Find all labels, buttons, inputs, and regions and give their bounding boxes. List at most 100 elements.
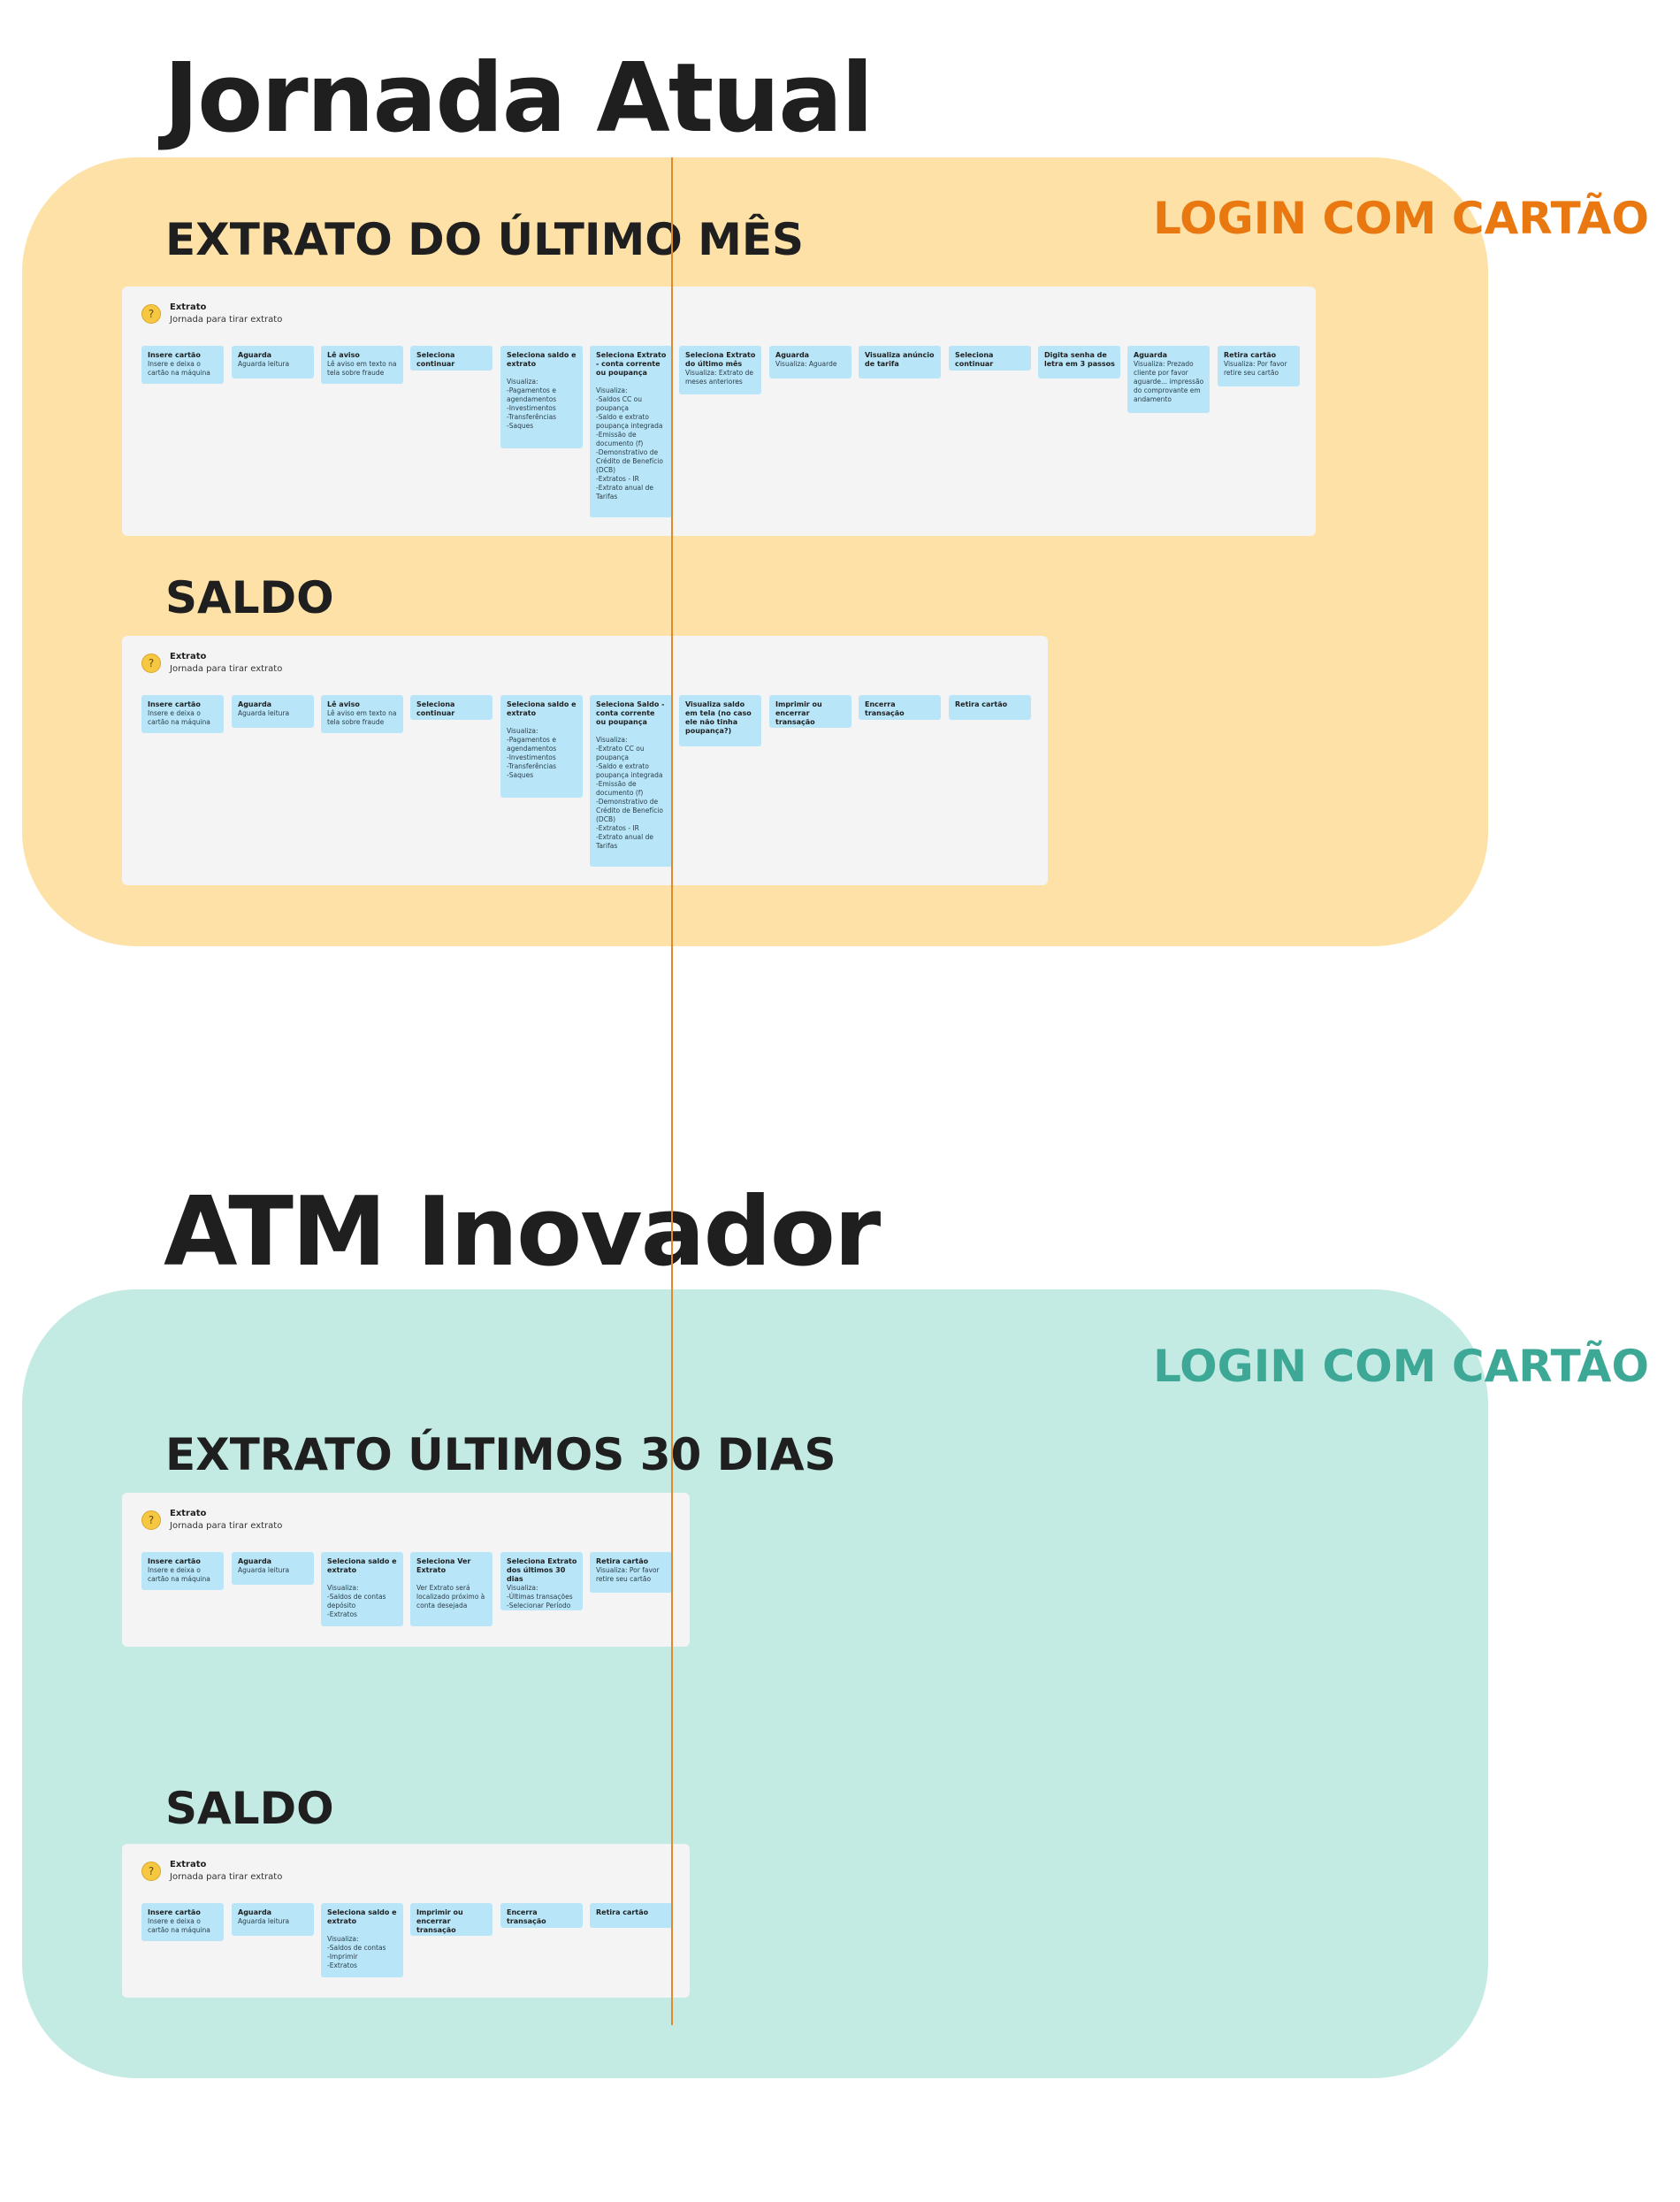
sticky-note[interactable]: Seleciona continuar [949,346,1031,371]
sticky-note-body: Lê aviso em texto na tela sobre fraude [327,709,397,726]
sticky-note-body: Aguarda leitura [238,1917,290,1925]
sticky-note[interactable]: Visualiza anúncio de tarifa [859,346,941,378]
sticky-note-title: Encerra transação [865,700,905,717]
sticky-note-title: Aguarda [238,1557,272,1565]
sticky-note[interactable]: Imprimir ou encerrar transação [769,695,851,728]
sticky-note-title: Seleciona continuar [416,700,455,717]
sticky-note-body: Visualiza: -Extrato CC ou poupança -Sald… [596,736,663,850]
sticky-note-title: Insere cartão [148,351,201,359]
sticky-note-title: Aguarda [238,1908,272,1916]
sticky-note-body: Visualiza: -Pagamentos e agendamentos -I… [507,727,557,779]
sticky-note[interactable]: Encerra transação [500,1903,583,1928]
innovative-atm-title: ATM Inovador [164,1177,881,1288]
vertical-guide-line [671,157,673,2025]
board-subtitle: Jornada para tirar extrato [170,315,283,325]
sticky-note-title: Aguarda [238,700,272,708]
sticky-note[interactable]: Encerra transação [859,695,941,720]
sticky-note[interactable]: Seleciona saldo e extrato Visualiza: -Sa… [321,1552,403,1626]
sticky-note-title: Retira cartão [1224,351,1277,359]
board-name: Extrato [170,302,207,312]
thinking-face-icon: ? [141,1510,161,1530]
sticky-note[interactable]: Seleciona saldo e extrato Visualiza: -Pa… [500,346,583,448]
thinking-face-icon: ? [141,1862,161,1881]
sticky-note[interactable]: Digita senha de letra em 3 passos [1038,346,1120,378]
sticky-note-body: Visualiza: Por favor retire seu cartão [596,1566,660,1583]
sticky-note[interactable]: Seleciona saldo e extrato Visualiza: -Pa… [500,695,583,798]
sticky-note[interactable]: Visualiza saldo em tela (no caso ele não… [679,695,761,746]
sticky-note-body: Insere e deixa o cartão na máquina [148,1566,210,1583]
sticky-note-title: Insere cartão [148,700,201,708]
sticky-note-title: Lê aviso [327,700,360,708]
board-subtitle: Jornada para tirar extrato [170,1872,283,1882]
sticky-note-body: Insere e deixa o cartão na máquina [148,709,210,726]
sticky-note[interactable]: Retira cartão [949,695,1031,720]
sticky-note-body: Aguarda leitura [238,1566,290,1574]
board-name: Extrato [170,1509,207,1518]
sticky-note[interactable]: Imprimir ou encerrar transação [410,1903,493,1936]
current-statement-board: ? Extrato Jornada para tirar extrato Ins… [122,287,1316,536]
board-subtitle: Jornada para tirar extrato [170,664,283,674]
sticky-note-title: Insere cartão [148,1557,201,1565]
sticky-note-title: Insere cartão [148,1908,201,1916]
sticky-note-title: Digita senha de letra em 3 passos [1044,351,1115,368]
sticky-note-title: Seleciona saldo e extrato [507,700,577,717]
sticky-note-title: Seleciona saldo e extrato [327,1557,397,1574]
sticky-note[interactable]: Seleciona continuar [410,346,493,371]
innovative-statement-title: EXTRATO ÚLTIMOS 30 DIAS [165,1429,836,1480]
sticky-note-title: Retira cartão [596,1557,649,1565]
sticky-note[interactable]: Seleciona Saldo - conta corrente ou poup… [590,695,672,867]
sticky-note-title: Retira cartão [955,700,1008,708]
sticky-note-title: Seleciona Extrato do último mês [685,351,756,368]
sticky-note-body: Visualiza: -Saldos de contas -Imprimir -… [327,1935,386,1969]
sticky-note-body: Visualiza: -Últimas transações -Selecion… [507,1584,573,1609]
sticky-note[interactable]: Seleciona Ver Extrato Ver Extrato será l… [410,1552,493,1626]
sticky-note-body: Visualiza: -Pagamentos e agendamentos -I… [507,378,557,430]
innovative-statement-board: ? Extrato Jornada para tirar extrato Ins… [122,1493,690,1647]
sticky-note-title: Retira cartão [596,1908,649,1916]
sticky-note[interactable]: Retira cartão [590,1903,672,1928]
sticky-note-body: Aguarda leitura [238,360,290,368]
sticky-note[interactable]: Seleciona saldo e extrato Visualiza: -Sa… [321,1903,403,1977]
sticky-note-body: Visualiza: Por favor retire seu cartão [1224,360,1287,377]
sticky-note-title: Seleciona saldo e extrato [507,351,577,368]
sticky-note-title: Seleciona saldo e extrato [327,1908,397,1925]
sticky-note-title: Seleciona Extrato dos últimos 30 dias [507,1557,577,1583]
sticky-note-title: Aguarda [1134,351,1168,359]
thinking-face-icon: ? [141,654,161,673]
sticky-note[interactable]: Seleciona continuar [410,695,493,720]
sticky-note[interactable]: Seleciona Extrato - conta corrente ou po… [590,346,672,517]
sticky-note-title: Visualiza anúncio de tarifa [865,351,935,368]
sticky-note-body: Visualiza: Extrato de meses anteriores [685,369,754,386]
sticky-note-body: Insere e deixa o cartão na máquina [148,1917,210,1934]
sticky-note-title: Seleciona continuar [416,351,455,368]
sticky-note-title: Aguarda [238,351,272,359]
sticky-note-body: Visualiza: -Saldos CC ou poupança -Saldo… [596,386,663,501]
current-balance-board: ? Extrato Jornada para tirar extrato Ins… [122,636,1048,885]
sticky-note-body: Visualiza: Aguarde [775,360,837,368]
current-login-label: LOGIN COM CARTÃO [1153,193,1649,244]
sticky-note-title: Visualiza saldo em tela (no caso ele não… [685,700,752,735]
sticky-note-title: Imprimir ou encerrar transação [416,1908,463,1934]
board-name: Extrato [170,652,207,661]
sticky-note-title: Encerra transação [507,1908,546,1925]
sticky-note-body: Aguarda leitura [238,709,290,717]
current-statement-title: EXTRATO DO ÚLTIMO MÊS [165,214,805,265]
board-name: Extrato [170,1860,207,1869]
current-balance-title: SALDO [165,572,334,623]
